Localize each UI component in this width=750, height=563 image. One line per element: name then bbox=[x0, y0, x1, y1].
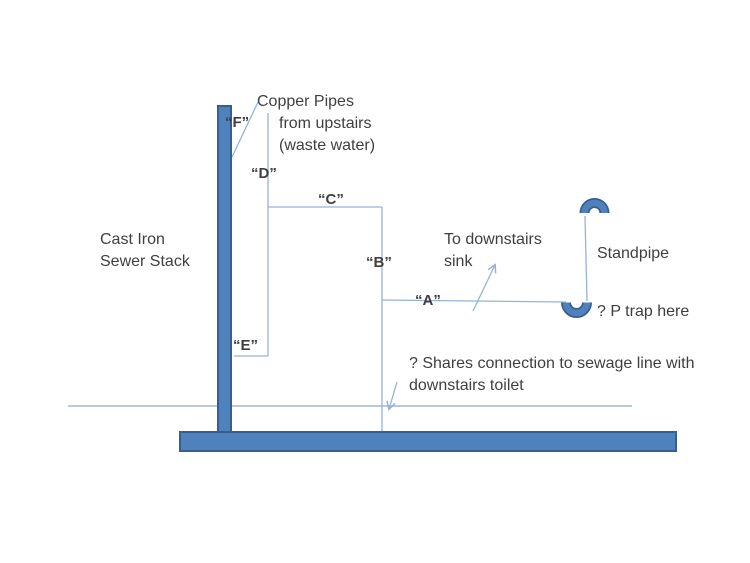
standpipe-vertical bbox=[584, 215, 588, 302]
shares-connection-note-line2: downstairs toilet bbox=[409, 377, 524, 394]
copper-pipes-note-line2: from upstairs bbox=[279, 115, 372, 132]
pipe-f-diagonal bbox=[231, 101, 259, 158]
copper-pipes-note-line1: Copper Pipes bbox=[257, 93, 354, 110]
standpipe-note: Standpipe bbox=[597, 245, 670, 262]
point-label-d: “D” bbox=[251, 165, 277, 182]
sewage-connection-arrow bbox=[389, 381, 398, 409]
point-label-a: “A” bbox=[415, 292, 441, 309]
p-trap-icon bbox=[561, 301, 592, 318]
copper-pipe-lines bbox=[231, 101, 588, 431]
standpipe-hook-icon bbox=[579, 198, 610, 214]
sink-arrow bbox=[472, 265, 495, 312]
cast-iron-note-line1: Cast Iron bbox=[100, 231, 165, 248]
downstairs-sink-note-line2: sink bbox=[444, 253, 473, 270]
cast-iron-note-line2: Sewer Stack bbox=[100, 253, 190, 270]
pipe-a-horizontal bbox=[381, 299, 567, 303]
sewer-stack-shape bbox=[217, 105, 232, 433]
p-trap-note: ? P trap here bbox=[597, 303, 690, 320]
point-label-e: “E” bbox=[233, 337, 259, 354]
shares-connection-note-line1: ? Shares connection to sewage line with bbox=[409, 355, 695, 372]
point-label-b: “B” bbox=[366, 254, 392, 271]
downstairs-sink-note-line1: To downstairs bbox=[444, 231, 542, 248]
point-label-c: “C” bbox=[318, 191, 344, 208]
point-label-f: “F” bbox=[225, 114, 250, 131]
sewage-line-shape bbox=[179, 431, 677, 452]
copper-pipes-note-line3: (waste water) bbox=[279, 137, 376, 154]
